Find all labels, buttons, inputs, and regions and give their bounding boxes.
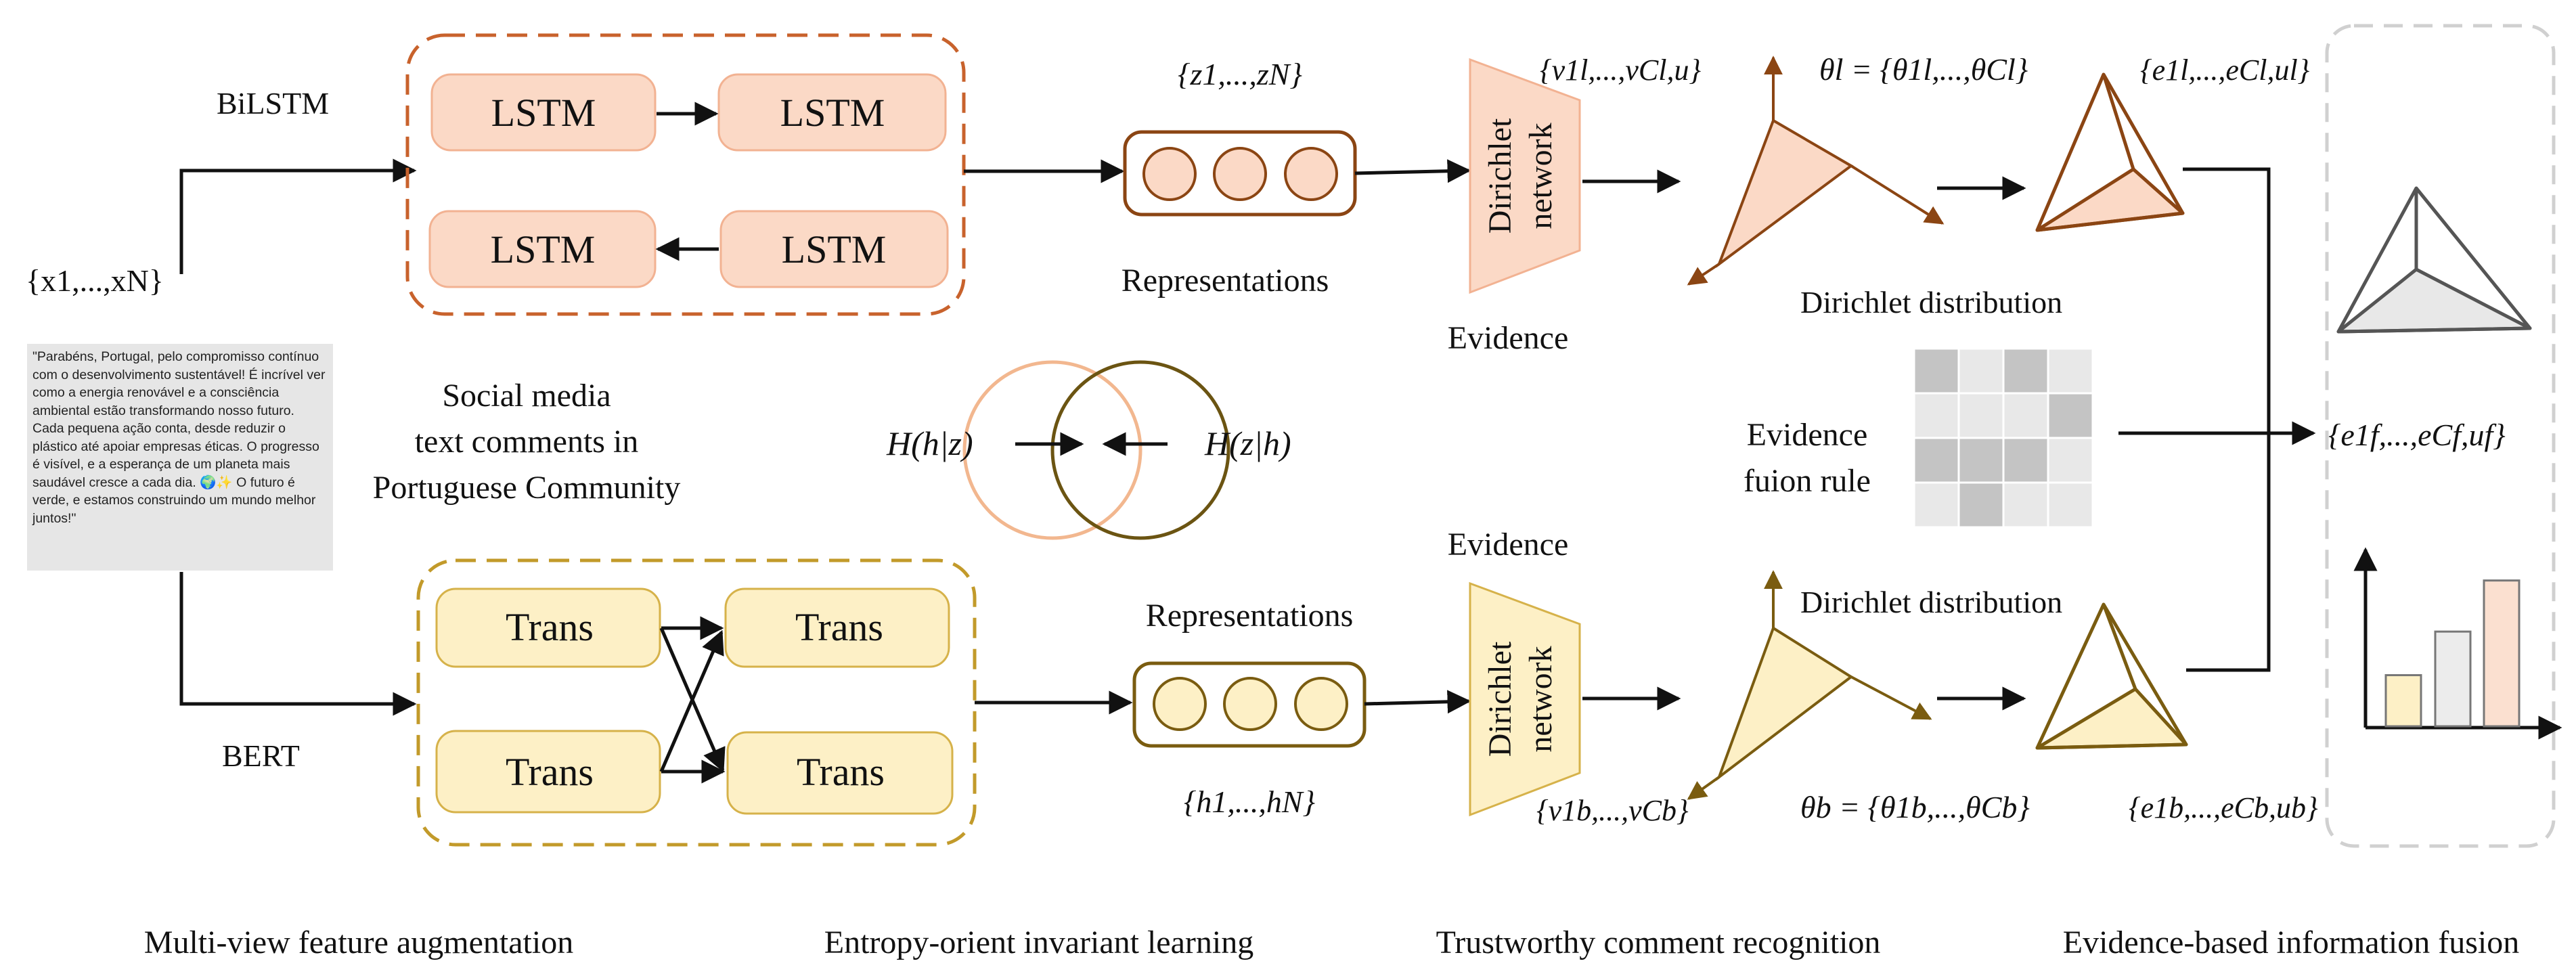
fused-pyramid [2336, 186, 2532, 334]
fusion-grid-cell [1957, 392, 2005, 439]
caption-line-3: Portuguese Community [373, 470, 681, 506]
top-evidence-vector: {v1l,...,vCl,u} [1540, 53, 1701, 87]
bottom-evidence-vector: {v1b,...,vCb} [1536, 794, 1689, 827]
fusion-grid-cell [1913, 481, 1960, 529]
fusion-rule-line-2: fuion rule [1744, 463, 1871, 499]
bilstm-dashed-box [405, 33, 966, 316]
evidence-pyramid-bottom [2035, 602, 2188, 750]
trans-label-2: Trans [795, 605, 883, 649]
lstm-block-1 [430, 73, 657, 152]
fusion-bracket [2183, 167, 2271, 672]
theta-bottom-label: θb = {θ1b,...,θCb} [1800, 790, 2030, 824]
dirichlet-simplex-bottom [1687, 570, 1932, 800]
theta-top-label: θl = {θ1l,...,θCl} [1819, 52, 2028, 87]
evidence-bottom-label: Evidence [1448, 527, 1569, 562]
fusion-rule-grid [1913, 347, 2094, 529]
fusion-grid-cell [2047, 437, 2094, 484]
e-bottom-vector: {e1b,...,eCb,ub} [2129, 791, 2318, 824]
lstm-label-1: LSTM [491, 91, 596, 135]
fusion-grid-cell [2047, 347, 2094, 395]
lstm-block-3 [428, 210, 657, 288]
trans-cross-arrows [659, 616, 726, 784]
bottom-representations-label: Representations [1146, 598, 1354, 634]
fusion-dashed-panel [2325, 24, 2556, 848]
entropy-h-given-z: H(h|z) [886, 424, 973, 462]
dirichlet-network-bottom [1469, 581, 1581, 817]
rep-to-dirichlet-bottom-arrow [1364, 690, 1471, 714]
trans-label-4: Trans [797, 750, 885, 794]
fusion-bar-3 [2483, 579, 2521, 728]
bottom-rep-node-1 [1153, 677, 1207, 731]
lstm-label-2: LSTM [780, 91, 885, 135]
fused-evidence-vector: {e1f,...,eCf,uf} [2328, 418, 2506, 452]
trans-block-4 [726, 731, 954, 815]
lstm-block-2 [717, 73, 947, 152]
bottom-rep-node-3 [1294, 677, 1348, 731]
dirichlet-simplex-top [1687, 56, 1945, 286]
rep-to-dirichlet-top-arrow [1354, 159, 1471, 183]
stage-label-2: Entropy-orient invariant learning [824, 925, 1253, 960]
fusion-bar-2 [2434, 630, 2472, 728]
bottom-rep-node-2 [1223, 677, 1277, 731]
entropy-z-given-h: H(z|h) [1204, 424, 1291, 462]
dirichlet-network-top-line2: network [1523, 123, 1559, 229]
input-sequence-label: {x1,...,xN} [26, 263, 164, 298]
stage-label-4: Evidence-based information fusion [2063, 925, 2519, 960]
lstm-block-4 [719, 210, 949, 288]
fusion-grid-cell [2047, 392, 2094, 439]
venn-circle-h [962, 360, 1142, 540]
e-top-vector: {e1l,...,eCl,ul} [2140, 53, 2310, 87]
venn-circle-z [1050, 360, 1230, 540]
fusion-bar-1 [2384, 674, 2422, 728]
fusion-bar-chart [2384, 579, 2521, 728]
bilstm-route-arrow [179, 158, 417, 274]
stage-label-3: Trustworthy comment recognition [1436, 925, 1881, 960]
fusion-grid-cell [1913, 392, 1960, 439]
evidence-pyramid-top [2035, 72, 2185, 232]
fusion-grid-cell [1913, 347, 1960, 395]
trans-block-3 [435, 730, 661, 814]
stage-label-1: Multi-view feature augmentation [144, 925, 573, 960]
fusion-grid-cell [2002, 347, 2049, 395]
top-rep-node-3 [1284, 147, 1338, 201]
h-set-label: {h1,...,hN} [1184, 784, 1315, 819]
trans-label-3: Trans [506, 750, 594, 794]
fusion-grid-cell [1957, 437, 2005, 484]
fusion-grid-cell [1913, 437, 1960, 484]
dirichlet-network-top-line1: Dirichlet [1482, 118, 1518, 234]
dirichlet-network-bottom-line1: Dirichlet [1482, 641, 1518, 757]
dirichlet-network-top [1469, 58, 1581, 294]
bert-route-arrow [179, 572, 417, 716]
z-set-label: {z1,...,zN} [1178, 57, 1302, 91]
caption-line-2: text comments in [415, 424, 639, 460]
caption-line-1: Social media [442, 378, 610, 414]
dirichlet-distribution-top: Dirichlet distribution [1800, 285, 2062, 319]
bert-label: BERT [222, 738, 300, 773]
social-media-comment: "Parabéns, Portugal, pelo compromisso co… [27, 344, 333, 571]
top-representations-label: Representations [1122, 263, 1329, 298]
trans-label-1: Trans [506, 605, 594, 649]
fusion-rule-line-1: Evidence [1747, 417, 1868, 453]
lstm-label-4: LSTM [782, 227, 887, 271]
top-rep-node-1 [1142, 147, 1197, 201]
fusion-grid-cell [2047, 481, 2094, 529]
evidence-top-label: Evidence [1448, 320, 1569, 356]
fusion-grid-cell [1957, 481, 2005, 529]
fusion-grid-cell [2002, 481, 2049, 529]
dirichlet-network-bottom-line2: network [1523, 646, 1559, 752]
lstm-label-3: LSTM [491, 227, 596, 271]
fusion-grid-cell [2002, 437, 2049, 484]
bilstm-label: BiLSTM [217, 86, 329, 120]
trans-block-2 [724, 587, 950, 668]
dirichlet-distribution-bottom: Dirichlet distribution [1800, 585, 2062, 619]
fusion-grid-cell [2002, 392, 2049, 439]
top-rep-node-2 [1213, 147, 1267, 201]
trans-block-1 [435, 587, 661, 668]
fusion-grid-cell [1957, 347, 2005, 395]
